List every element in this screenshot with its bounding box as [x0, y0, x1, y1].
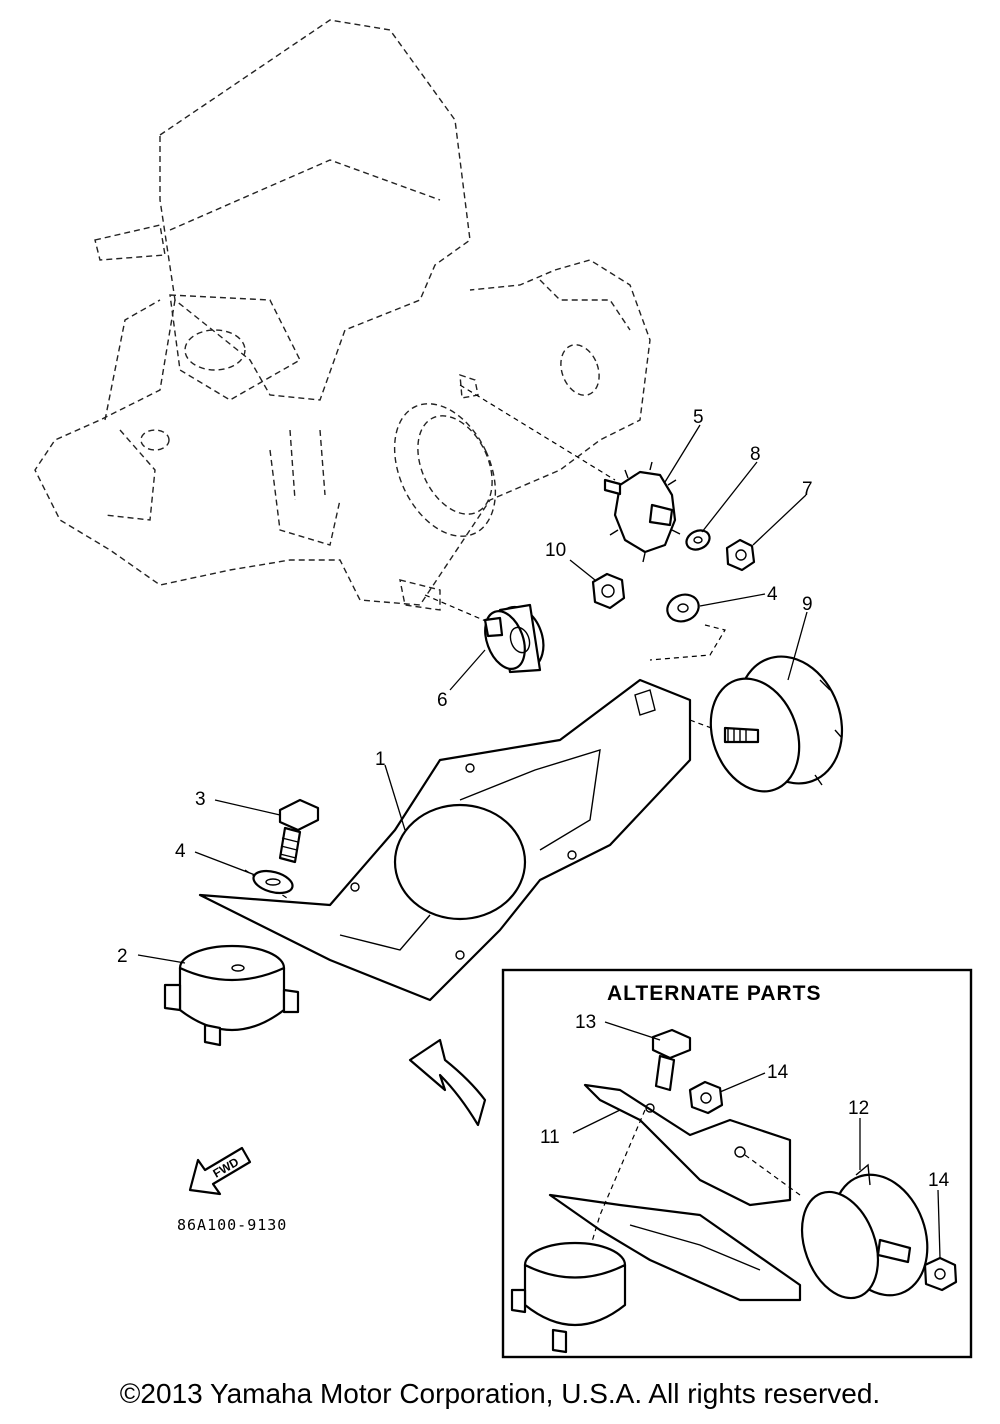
direction-arrow	[408, 1038, 487, 1127]
callout-1: 1	[375, 749, 386, 770]
mount-bracket-5	[603, 461, 681, 563]
diagram-reference-code: 86A100-9130	[177, 1216, 287, 1234]
fwd-arrow-icon: FWD	[188, 1146, 252, 1196]
washer-8	[685, 529, 711, 551]
callout-14-upper: 14	[767, 1062, 789, 1083]
nut-14-right	[923, 1256, 958, 1292]
washer-4-left	[252, 869, 294, 895]
bolt-3	[278, 798, 320, 864]
callout-4-left: 4	[175, 841, 186, 862]
nut-14-upper	[688, 1080, 724, 1115]
bushing-6	[483, 603, 545, 674]
callout-11: 11	[540, 1127, 560, 1148]
callout-4-right: 4	[767, 584, 778, 605]
callout-10: 10	[545, 540, 566, 561]
callout-5: 5	[693, 407, 704, 428]
callout-3: 3	[195, 789, 206, 810]
callout-12: 12	[848, 1098, 869, 1119]
rubber-mount-2	[163, 944, 300, 1047]
alternate-parts-box: ALTERNATE PARTS	[501, 968, 973, 1359]
callout-8: 8	[750, 444, 761, 465]
callout-13: 13	[575, 1012, 596, 1033]
engine-phantom-outline	[34, 19, 651, 611]
copyright-notice: ©2013 Yamaha Motor Corporation, U.S.A. A…	[119, 1378, 881, 1409]
bolt-13	[651, 1028, 692, 1060]
callout-6: 6	[437, 690, 448, 711]
bracket-11	[583, 1083, 792, 1207]
nut-7	[725, 538, 756, 572]
washer-4-right	[666, 593, 700, 623]
alternate-plate	[548, 1193, 802, 1302]
callout-9: 9	[802, 594, 813, 615]
callout-leaders	[137, 424, 941, 1259]
callout-2: 2	[117, 946, 128, 967]
callout-labels: 1 2 3 4 4 5 6 7 8 9 10 11 12 13 14 14	[117, 407, 950, 1191]
callout-14-right: 14	[928, 1170, 950, 1191]
callout-7: 7	[802, 479, 813, 500]
alternate-parts-title: ALTERNATE PARTS	[607, 982, 822, 1005]
nut-10	[591, 572, 626, 610]
engine-mount-plate	[198, 678, 692, 1002]
rubber-mount-9	[709, 655, 844, 793]
